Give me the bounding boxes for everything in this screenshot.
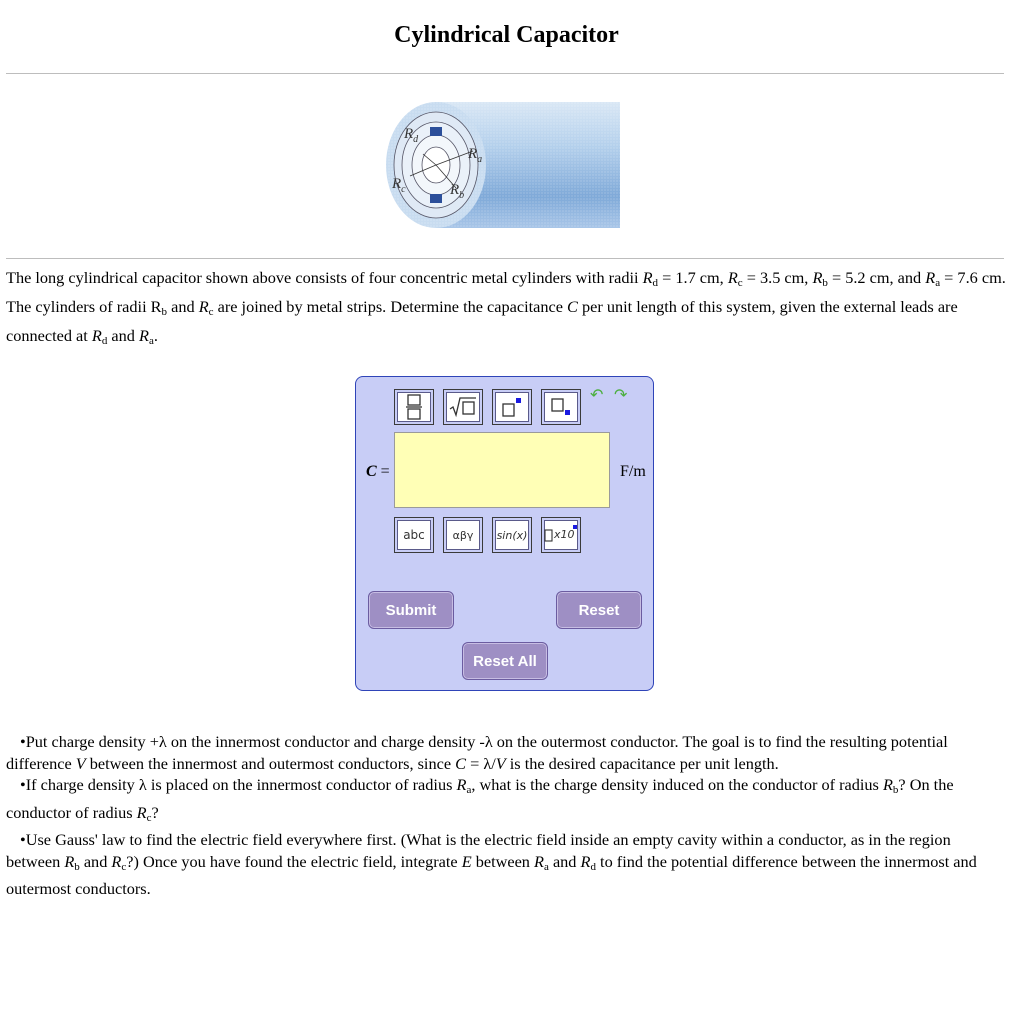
scientific-notation-icon: [544, 525, 577, 542]
submit-button[interactable]: Submit: [368, 591, 454, 629]
reset-button[interactable]: Reset: [556, 591, 642, 629]
hint-3: •Use Gauss' law to find the electric fie…: [6, 830, 977, 898]
svg-text:Ra: Ra: [467, 146, 482, 165]
svg-text:Rb: Rb: [449, 182, 464, 201]
hint-1: •Put charge density +λ on the innermost …: [6, 732, 948, 773]
hints-section: •Put charge density +λ on the innermost …: [6, 731, 1006, 900]
redo-icon[interactable]: ↷: [614, 385, 628, 404]
scientific-notation-button[interactable]: x10: [541, 517, 581, 553]
undo-icon[interactable]: ↶: [590, 385, 604, 404]
greek-label: αβγ: [452, 528, 474, 542]
svg-text:Rd: Rd: [403, 126, 419, 145]
superscript-icon: [502, 398, 521, 417]
greek-button[interactable]: αβγ: [443, 517, 483, 553]
page-title: Cylindrical Capacitor: [394, 22, 619, 48]
divider-middle: [6, 258, 1004, 259]
sqrt-button[interactable]: [443, 389, 483, 425]
subscript-icon: [551, 398, 570, 415]
fraction-button[interactable]: [394, 389, 434, 425]
metal-strip-top: [430, 127, 442, 136]
divider-top: [6, 73, 1004, 74]
answer-input[interactable]: [394, 432, 610, 508]
reset-all-button[interactable]: Reset All: [462, 642, 548, 680]
abc-button[interactable]: abc: [394, 517, 434, 553]
fraction-icon: [406, 394, 422, 420]
scientific-notation-label: x10: [554, 528, 575, 541]
hint-2: •If charge density λ is placed on the in…: [6, 775, 954, 824]
function-button[interactable]: sin(x): [492, 517, 532, 553]
metal-strip-bottom: [430, 194, 442, 203]
answer-panel: ↶ ↷ C = F/m abc αβγ sin(x) x10 Submit Re…: [355, 376, 654, 691]
answer-unit: F/m: [620, 463, 646, 480]
subscript-button[interactable]: [541, 389, 581, 425]
svg-text:Rc: Rc: [391, 176, 406, 195]
sqrt-icon: [449, 397, 476, 418]
abc-label: abc: [403, 528, 425, 542]
function-label: sin(x): [496, 528, 528, 542]
answer-label: C =: [366, 463, 390, 480]
capacitor-figure: Rd Ra Rc Rb: [386, 102, 620, 228]
superscript-button[interactable]: [492, 389, 532, 425]
problem-statement: The long cylindrical capacitor shown abo…: [6, 268, 1006, 347]
